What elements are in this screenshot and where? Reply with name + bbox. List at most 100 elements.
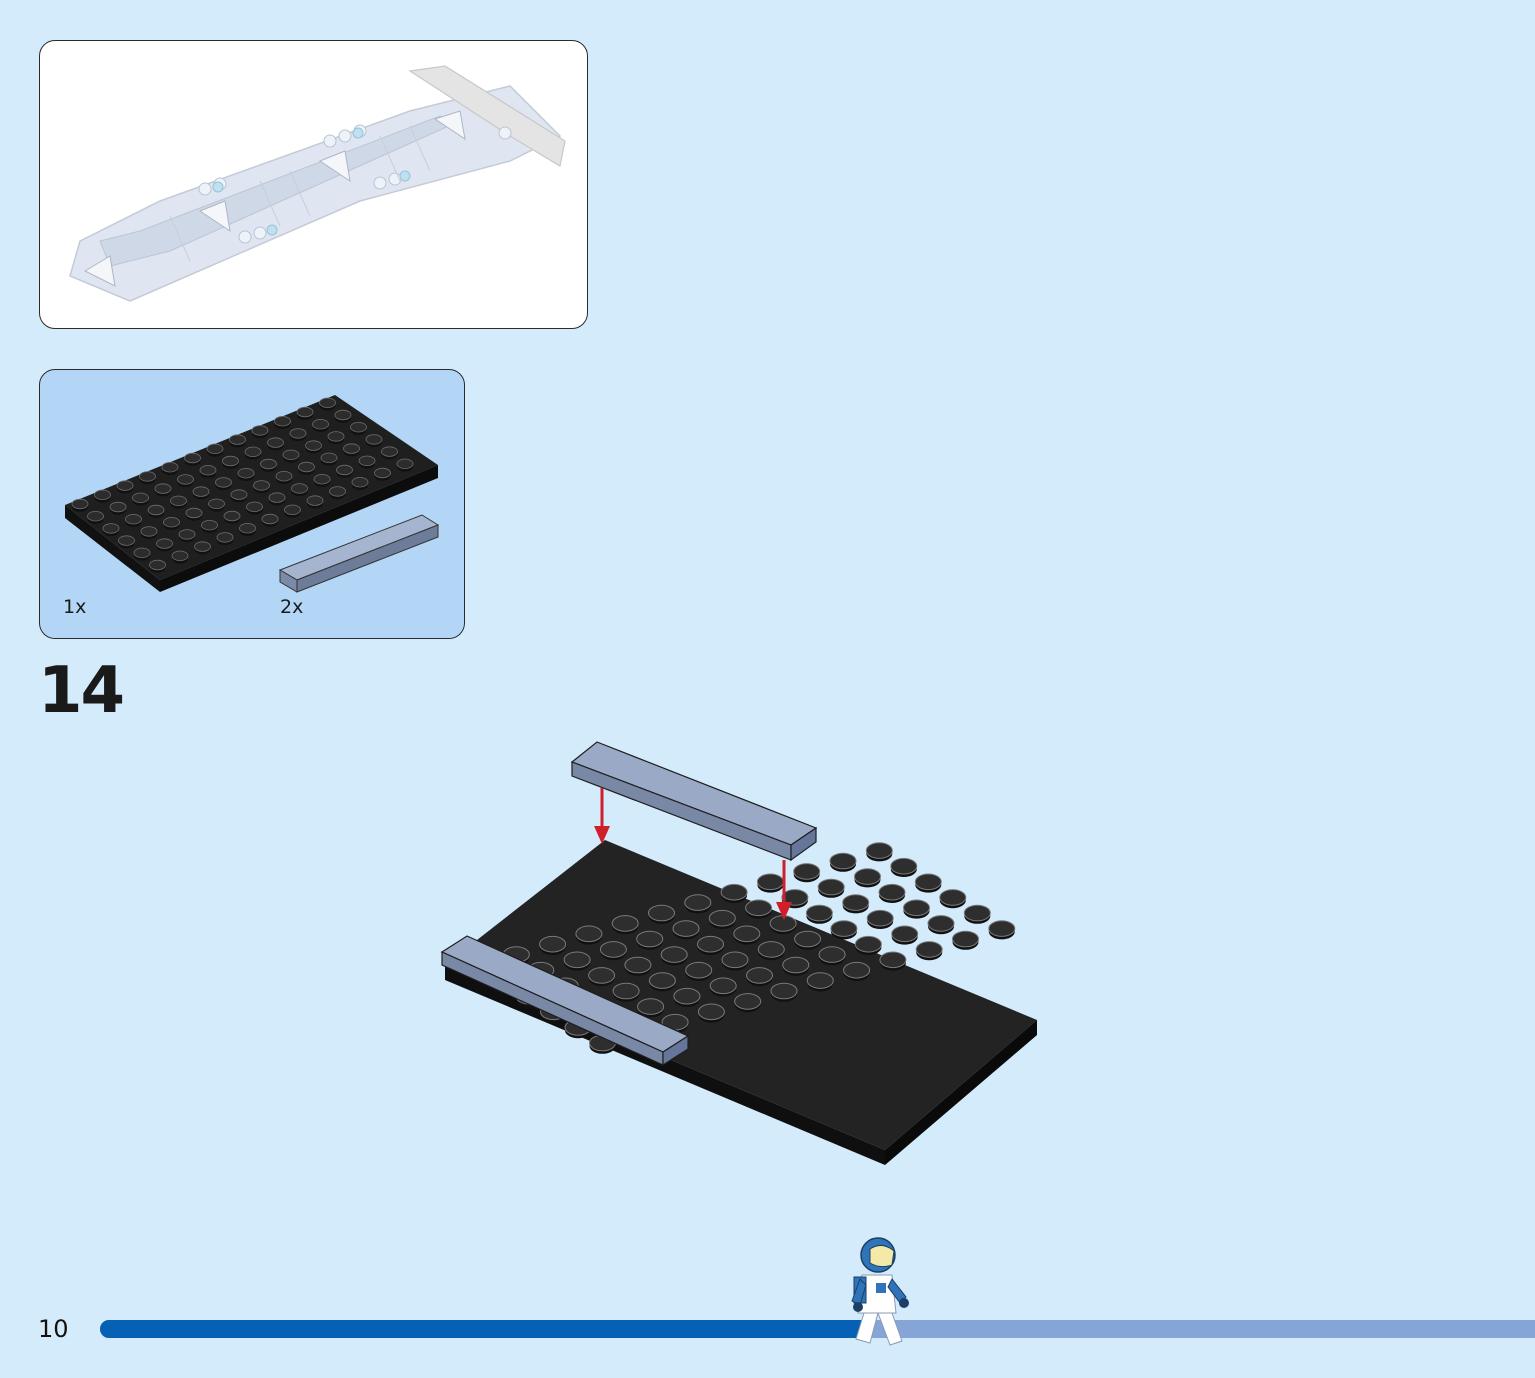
stud [830,920,858,937]
stud [109,501,127,513]
stud [914,873,942,891]
stud [163,516,180,528]
stud [206,443,224,455]
stud [185,507,203,519]
stud [305,440,322,451]
placement-arrow-icon [594,788,792,920]
stud [890,857,918,875]
part-quantity-plate: 1x [63,596,87,618]
stud [733,925,761,943]
step-number: 14 [38,654,125,728]
stud [697,1003,725,1021]
stud [891,925,919,943]
stud [829,852,857,870]
stud [275,470,293,482]
stud [147,504,165,516]
stud [781,889,809,906]
stud [329,486,346,497]
stud [575,925,603,943]
stud [313,473,331,485]
stud [71,498,89,510]
stud [854,868,881,885]
stud [903,899,930,917]
stud [253,480,270,491]
stud [156,538,173,549]
stud [222,455,239,467]
stud [208,498,225,510]
stud [237,467,255,479]
stud [201,519,218,531]
stud [365,434,383,445]
stud [350,422,367,433]
stud [745,899,773,917]
stud [672,920,700,937]
stud [184,452,201,464]
stud [161,461,179,473]
spaceship-wing-submodel-icon [69,65,566,302]
stud [396,458,414,470]
stud [306,495,324,506]
stud [327,431,345,442]
stud [709,977,737,995]
stud [320,452,338,464]
stud [842,894,870,911]
stud [260,458,277,470]
stud [140,526,158,537]
stud [334,409,352,421]
stud [879,951,907,969]
stud [268,492,286,503]
stud [312,419,329,430]
astronaut-minifigure-icon [840,1235,920,1355]
stud [782,956,810,974]
stud [358,455,376,467]
stud [289,428,307,439]
stud [336,464,353,476]
stud [267,437,284,448]
stud [194,541,211,552]
stud [637,998,665,1015]
parts-callout-panel: 1x 2x [39,369,465,639]
stud [539,935,567,953]
page-number: 10 [38,1315,69,1343]
stud [588,967,616,984]
stud [94,489,111,501]
stud [177,474,194,485]
stud [118,535,135,546]
stud [685,961,713,979]
stud [215,477,232,488]
black-plate-6x12-icon [65,395,438,592]
stud [381,446,398,457]
stud [708,909,736,927]
stud [878,883,906,901]
part-quantity-tile: 2x [280,596,304,618]
stud [102,523,120,534]
stud [125,513,142,525]
stud [139,471,156,482]
stud [261,513,279,525]
stud [854,935,882,953]
submodel-preview-panel [39,40,588,329]
stud [843,961,871,979]
stud [611,915,639,932]
stud [244,446,262,458]
stud [343,443,360,454]
stud [673,987,701,1005]
stud [793,863,821,880]
stud [612,982,640,1000]
stud [770,982,798,1000]
stud [734,993,762,1010]
stud [296,406,314,418]
stud [87,510,104,522]
stud [988,920,1016,937]
stud [149,559,166,571]
stud [756,873,784,891]
stud [133,547,151,559]
stud [284,504,301,516]
stud [746,967,773,984]
stud [939,889,967,906]
stud [952,930,979,948]
stud [170,495,187,507]
stud [246,501,263,513]
stud [199,464,217,476]
stud [192,486,210,497]
